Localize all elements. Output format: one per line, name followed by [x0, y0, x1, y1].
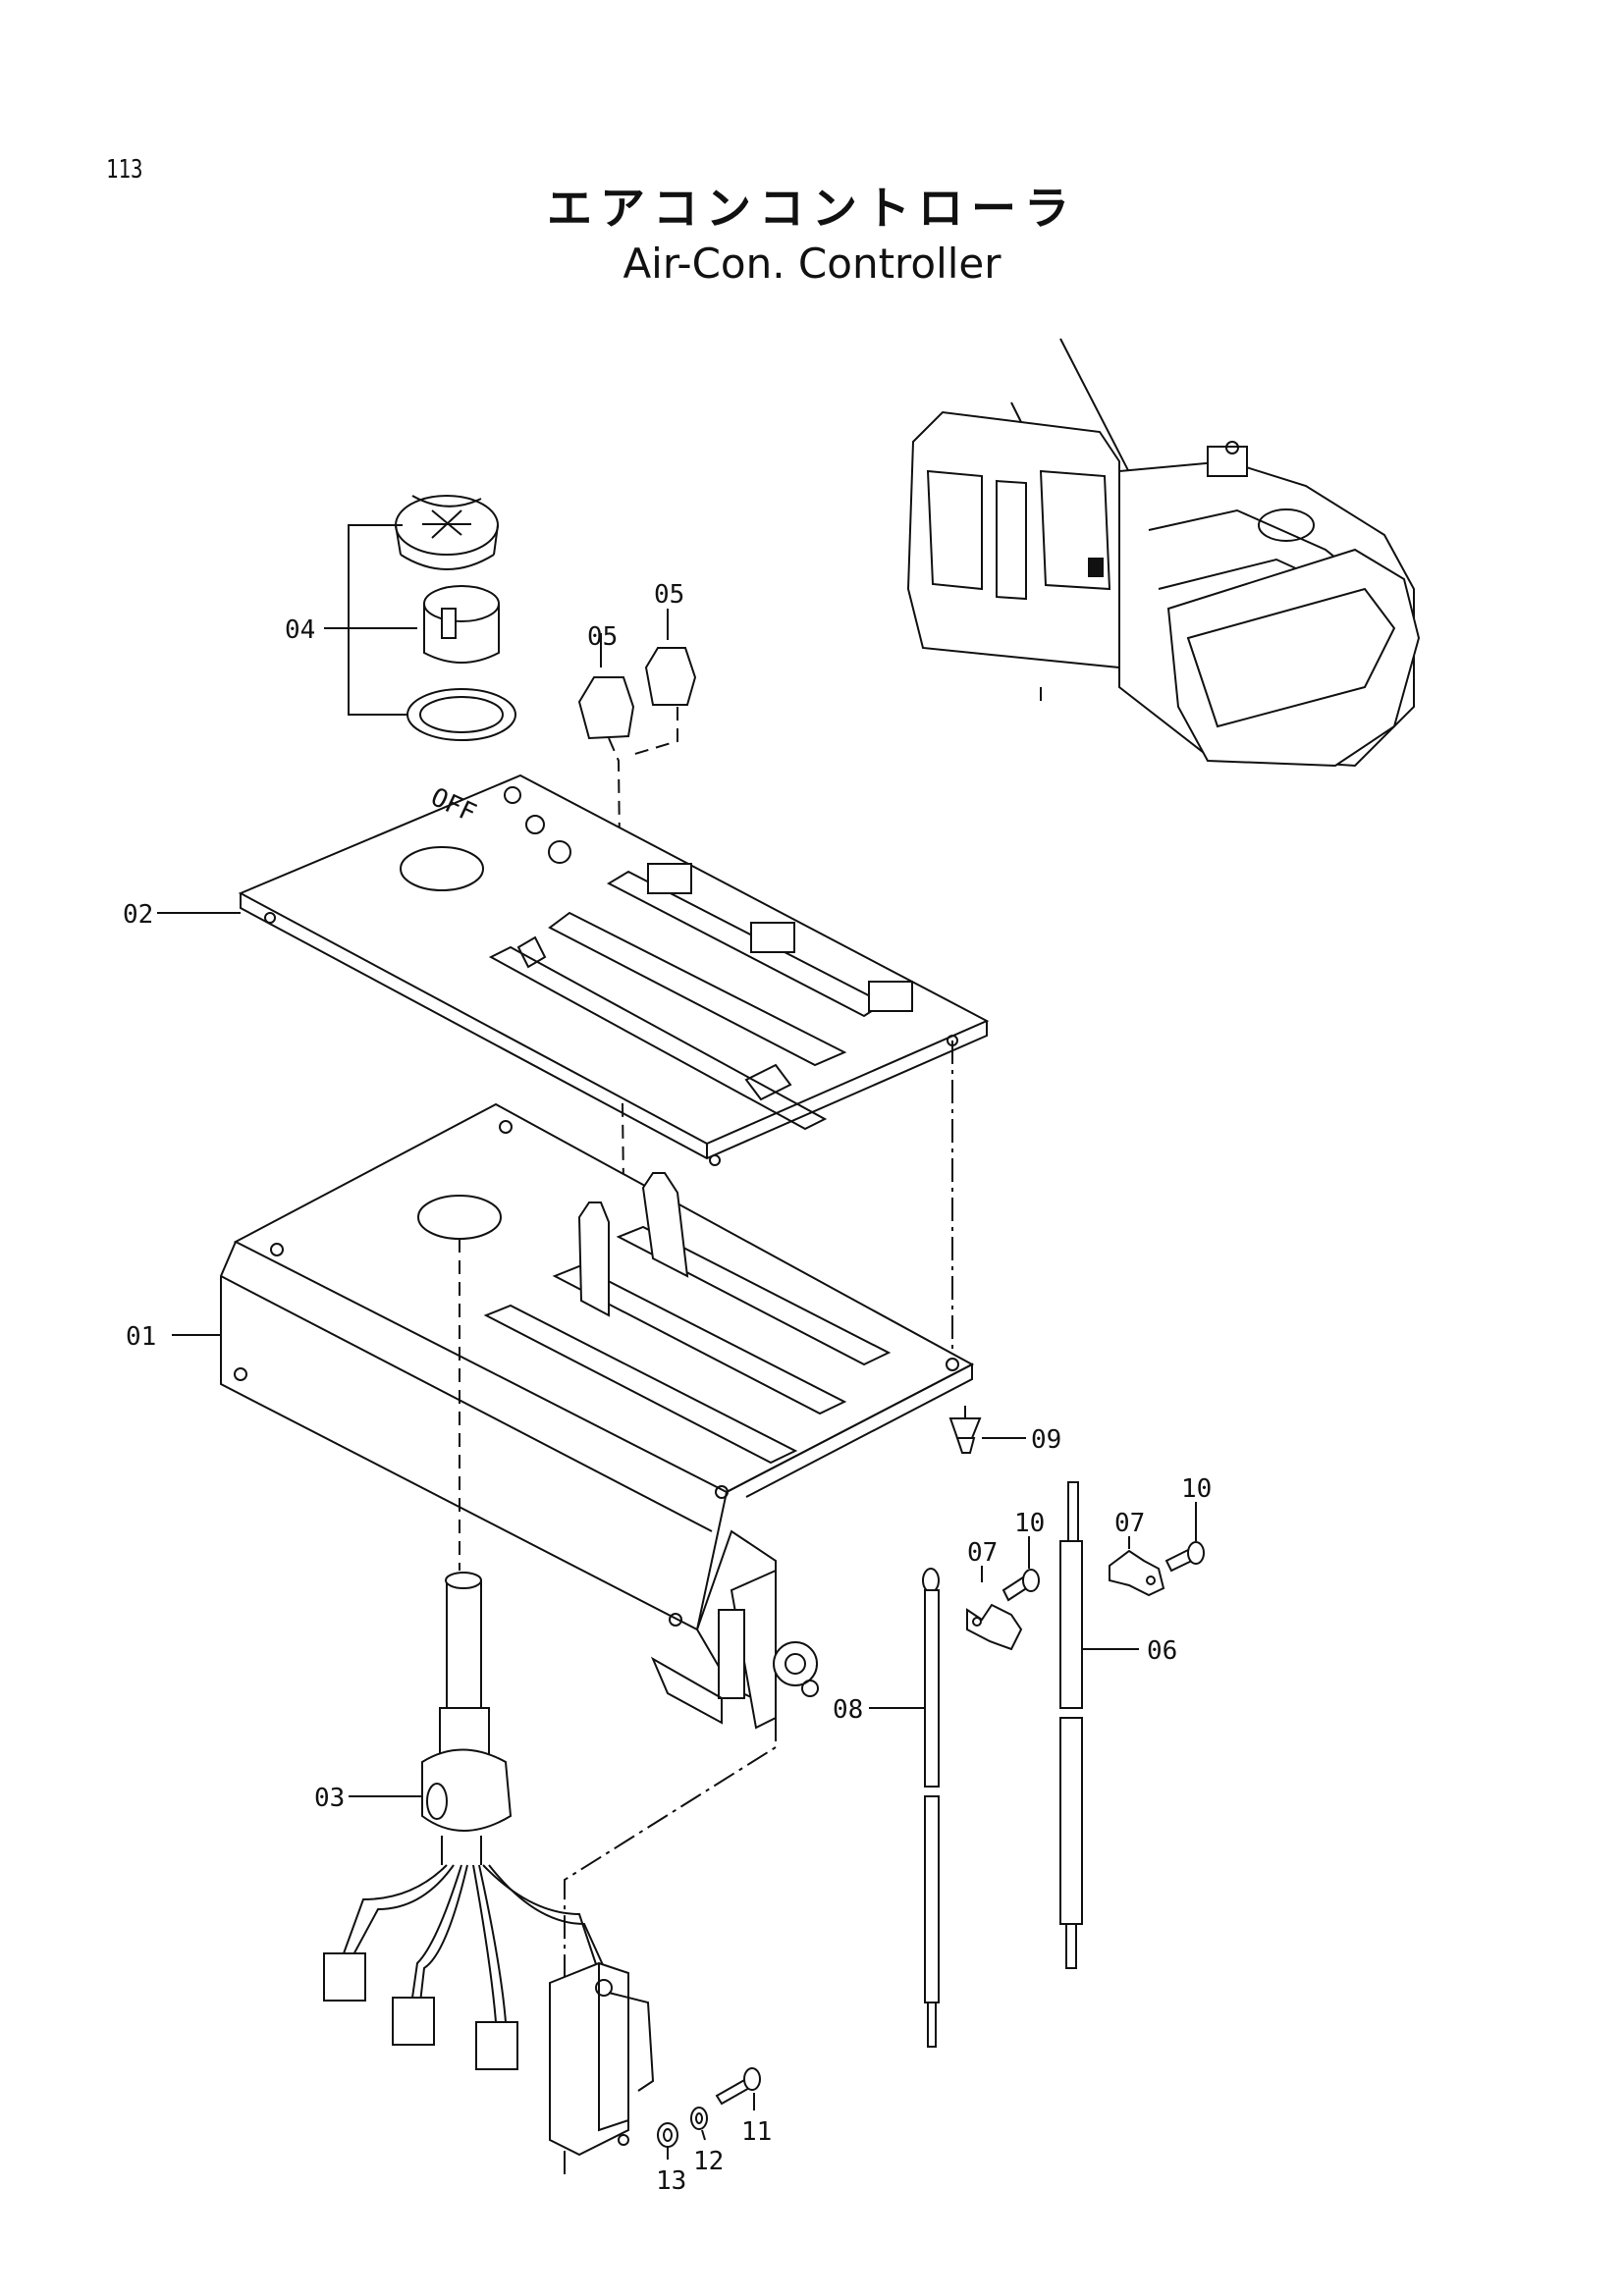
- part-10-bolts: [1001, 1541, 1205, 1602]
- part-11-screw: [715, 2067, 761, 2106]
- part-09-clip: [948, 1406, 982, 1454]
- part-04-knob-assembly: [348, 495, 516, 741]
- excavator-location-inset: [906, 338, 1421, 768]
- callout-01: 01: [126, 1322, 156, 1352]
- part-06-rod: [1059, 1481, 1083, 1969]
- callout-07a: 07: [967, 1538, 998, 1568]
- callout-04: 04: [285, 615, 315, 645]
- callout-03: 03: [314, 1784, 345, 1813]
- part-07-clamps: [966, 1549, 1165, 1651]
- part-03-switch: [323, 1239, 655, 2157]
- part-01-housing: [220, 1102, 975, 2174]
- part-13-washer: [657, 2122, 678, 2148]
- callout-09: 09: [1031, 1425, 1061, 1455]
- leader-lines: [157, 627, 1197, 2160]
- callout-10b: 10: [1181, 1474, 1212, 1504]
- callout-13: 13: [656, 2166, 686, 2196]
- callout-08: 08: [833, 1695, 863, 1725]
- part-08-rod: [922, 1568, 940, 2048]
- callout-06: 06: [1147, 1636, 1177, 1666]
- title-japanese: エアコンコントローラ: [547, 182, 1077, 235]
- callout-11: 11: [741, 2117, 772, 2147]
- callout-12: 12: [693, 2147, 724, 2176]
- part-12-spring-washer: [690, 2107, 708, 2130]
- callout-07b: 07: [1114, 1509, 1145, 1538]
- callout-10a: 10: [1014, 1509, 1045, 1538]
- page-number: 113: [106, 155, 143, 185]
- part-02-panel-plate: OFF: [238, 774, 990, 1364]
- callout-05b: 05: [654, 580, 684, 610]
- title-english: Air-Con. Controller: [623, 240, 1001, 288]
- callout-labels: 01 02 03 04 05 05 06 07 07 08 09 10 10 1…: [123, 580, 1212, 2196]
- callout-02: 02: [123, 900, 153, 930]
- callout-05a: 05: [587, 622, 618, 652]
